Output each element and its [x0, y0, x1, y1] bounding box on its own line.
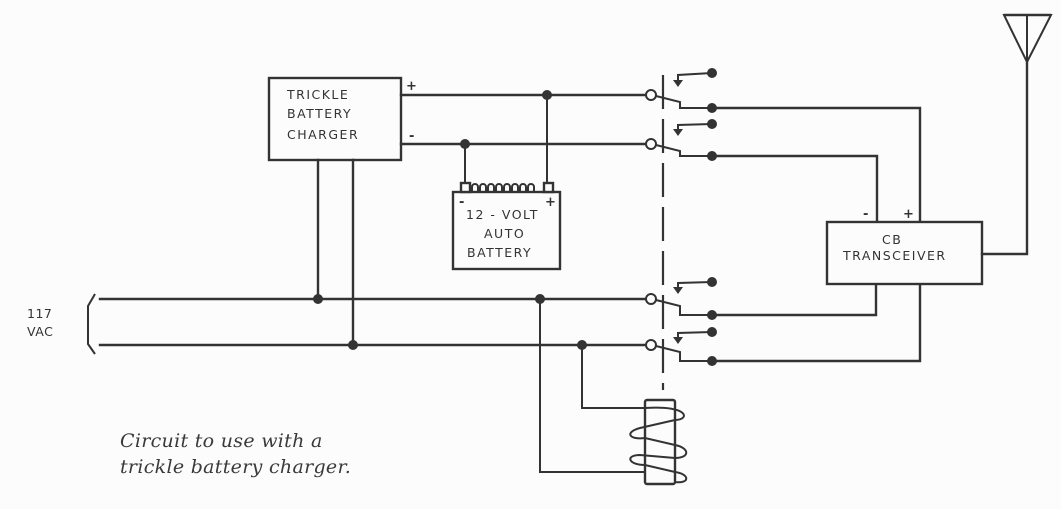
ac-label-line2: VAC	[27, 324, 53, 339]
caption-line-1: Circuit to use with a	[120, 430, 323, 452]
transceiver-minus-sign: -	[863, 207, 868, 222]
battery-label-line1: 12 - VOLT	[466, 207, 539, 222]
wire-to-transceiver-plus	[710, 106, 922, 224]
wire-coil-2	[581, 345, 645, 409]
charger-minus-sign: -	[409, 129, 414, 144]
battery-terminal-plus	[542, 181, 555, 194]
battery-minus-sign: -	[459, 195, 464, 210]
transceiver-plus-sign: +	[903, 207, 914, 222]
transceiver-label-line2: TRANSCEIVER	[842, 248, 947, 263]
charger-label-line1: TRICKLE	[286, 87, 349, 102]
battery-label-line3: BATTERY	[467, 245, 532, 260]
trickle-battery-charger: TRICKLE BATTERY CHARGER + -	[267, 76, 417, 162]
wire-to-transceiver-minus	[710, 154, 879, 224]
charger-output-wires	[399, 90, 650, 183]
wire-transceiver-ac-2	[710, 283, 922, 363]
charger-label-line2: BATTERY	[287, 106, 352, 121]
wire-to-antenna	[980, 60, 1029, 256]
cb-transceiver: - + CB TRANSCEIVER	[825, 207, 984, 286]
auto-battery: - + 12 - VOLT AUTO BATTERY	[451, 181, 562, 271]
relay-pole-2	[645, 119, 717, 161]
ac-source: 117 VAC	[27, 293, 650, 355]
battery-terminal-minus	[459, 181, 472, 194]
junction-dot	[313, 294, 323, 304]
junction-dot	[348, 340, 358, 350]
charger-label-line3: CHARGER	[287, 127, 359, 142]
wire-transceiver-ac-1	[710, 283, 878, 317]
battery-plus-sign: +	[545, 195, 556, 210]
battery-label-line2: AUTO	[484, 226, 525, 241]
relay-pole-1	[645, 68, 717, 113]
caption-line-2: trickle battery charger.	[120, 456, 352, 478]
battery-cell-caps	[471, 183, 535, 192]
ac-label-line1: 117	[27, 306, 52, 321]
ac-plug-bracket	[87, 293, 96, 355]
charger-ac-leads	[316, 158, 355, 347]
wire-coil-1	[539, 299, 645, 473]
transceiver-label-line1: CB	[882, 232, 902, 247]
relay-switch-poles	[645, 68, 717, 366]
relay-coil	[539, 299, 688, 486]
charger-plus-sign: +	[406, 79, 417, 94]
antenna-icon	[980, 13, 1053, 256]
relay-pole-3	[645, 277, 717, 320]
transceiver-wires	[710, 106, 922, 363]
relay-pole-4	[645, 327, 717, 366]
figure-caption: Circuit to use with a trickle battery ch…	[120, 428, 351, 480]
coil-windings	[629, 406, 688, 484]
